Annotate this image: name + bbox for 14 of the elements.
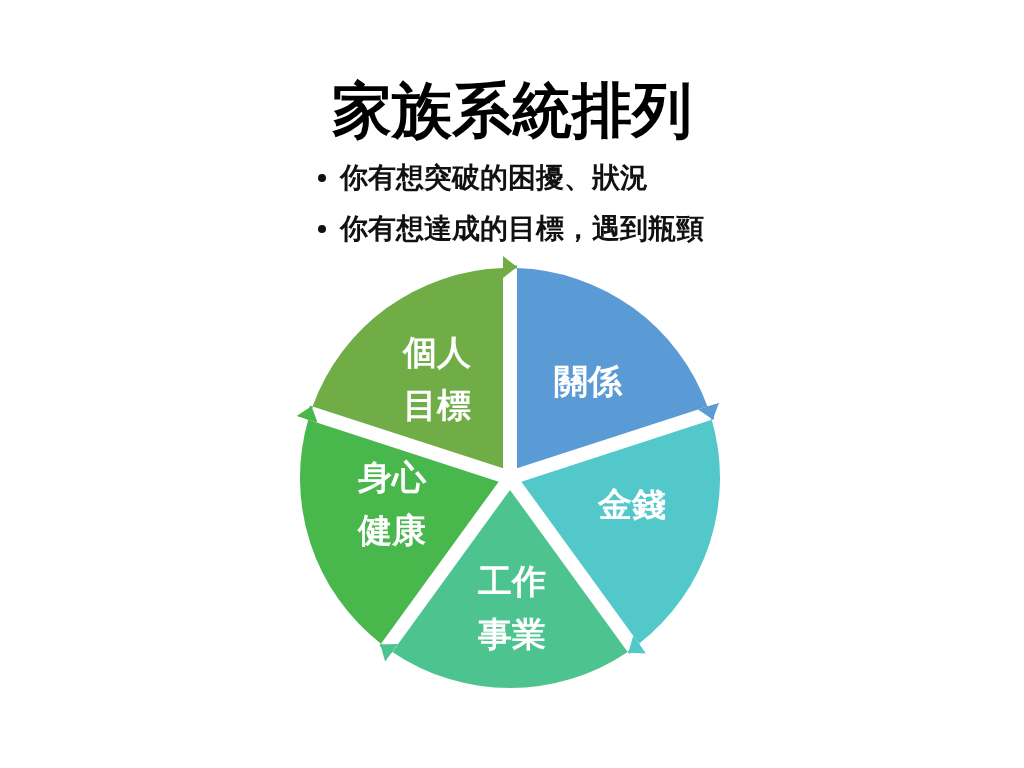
bullet-text: 你有想突破的困擾、狀況 [340,160,648,196]
segment-label: 金錢 [598,482,666,526]
arrow [627,635,647,655]
segment-label: 身心健康 [356,456,428,552]
title: 家族系統排列 [332,74,692,146]
segment-label: 關係 [554,359,622,403]
arrow [698,402,719,420]
arrow [379,643,399,662]
segment-label: 工作事業 [477,560,547,656]
arrow [296,405,318,423]
segment-label: 個人目標 [401,331,472,427]
arrow [503,256,517,278]
bullet-text: 你有想達成的目標，遇到瓶頸 [340,211,704,247]
cycle-segment [517,268,708,469]
